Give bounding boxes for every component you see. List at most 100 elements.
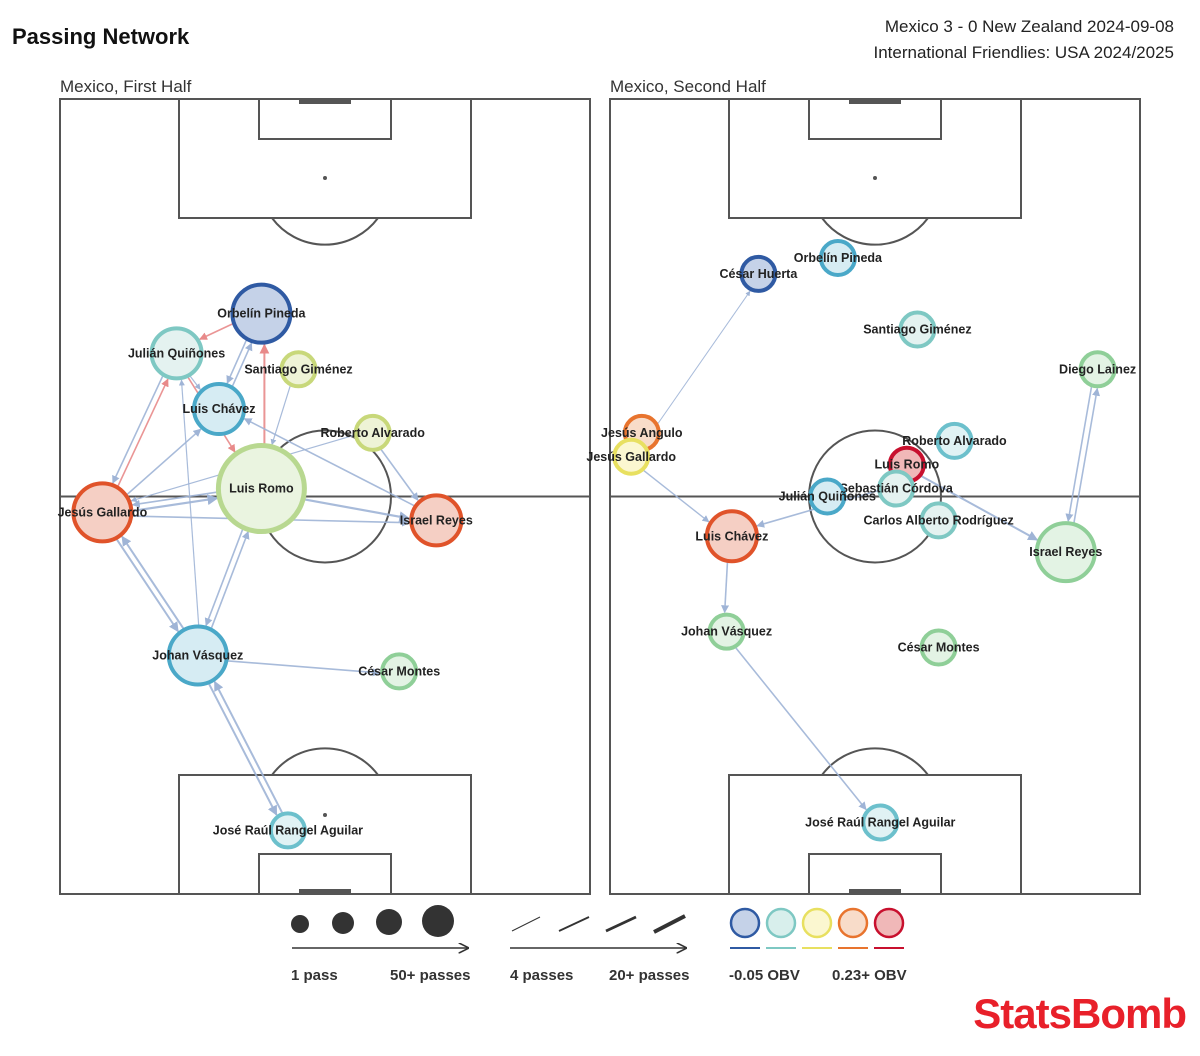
pitches (59, 98, 1141, 895)
penalty-spot-bottom (323, 813, 327, 817)
player-circle (1078, 350, 1117, 389)
player-name: Diego Lainez (1059, 362, 1136, 376)
legend-max-obv: 0.23+ OBV (832, 967, 907, 984)
legend-min-line: 4 passes (510, 967, 573, 984)
six-yard-box-top (258, 98, 392, 140)
player-node: César Montes (358, 652, 440, 691)
pass-line (112, 374, 165, 484)
player-name: José Raúl Rangel Aguilar (805, 815, 955, 829)
pass-line (121, 535, 186, 631)
player-circle (877, 469, 916, 508)
legend: 1 pass 50+ passes 4 passes 20+ passes -0… (291, 905, 907, 984)
player-node: Johan Vásquez (152, 624, 243, 687)
player-node: Santiago Giménez (863, 310, 972, 349)
player-name: Jesús Gallardo (58, 505, 148, 519)
player-circle (861, 803, 900, 842)
player-circle (380, 652, 419, 691)
player-name: Roberto Alvarado (902, 434, 1007, 448)
player-name: Israel Reyes (1029, 545, 1102, 559)
player-name: Luis Romo (229, 482, 294, 496)
pass-line (131, 491, 219, 508)
pass-line (210, 530, 250, 630)
penalty-arc-bottom (271, 747, 379, 776)
legend-obv-swatch (837, 907, 869, 939)
player-circle (739, 254, 778, 293)
player-node: Israel Reyes (400, 493, 473, 548)
legend-size-dot (291, 915, 309, 933)
player-name: Johan Vásquez (681, 625, 772, 639)
player-name: Luis Chávez (183, 402, 256, 416)
player-node: Orbelín Pineda (794, 239, 883, 277)
pass-line (642, 290, 751, 445)
penalty-spot-top (873, 176, 877, 180)
pass-line (243, 417, 416, 507)
pass-line (231, 342, 253, 388)
pass-line (199, 322, 235, 340)
six-yard-box-top (808, 98, 942, 140)
player-name: Carlos Alberto Rodríguez (863, 513, 1013, 527)
pass-line (226, 338, 248, 384)
player-circle (192, 382, 246, 437)
legend-width-line (605, 915, 637, 933)
player-name: Israel Reyes (400, 513, 473, 527)
player-circle (71, 481, 134, 544)
player-name: Orbelín Pineda (794, 251, 883, 265)
player-name: César Montes (358, 664, 440, 678)
statsbomb-logo: StatsBomb (973, 990, 1187, 1037)
player-circle (935, 421, 974, 460)
goal-top (299, 98, 351, 104)
pass-line (1072, 387, 1101, 525)
player-node: Jesús Gallardo (586, 437, 676, 476)
panel-title-second-half: Mexico, Second Half (610, 77, 766, 96)
pass-line (207, 682, 278, 816)
match-line: Mexico 3 - 0 New Zealand 2024-09-08 (884, 17, 1174, 36)
penalty-arc-top (271, 217, 379, 246)
player-name: Jesús Angulo (601, 426, 683, 440)
player-name: Roberto Alvarado (320, 426, 425, 440)
player-node: Roberto Alvarado (902, 421, 1007, 460)
legend-min-obv: -0.05 OBV (729, 967, 800, 984)
pass-line (919, 474, 1039, 541)
pass-line (213, 680, 284, 815)
six-yard-box-bottom (808, 853, 942, 895)
player-circle (898, 310, 937, 349)
legend-max-line: 20+ passes (609, 967, 690, 984)
legend-obv-swatch (873, 907, 905, 939)
player-circle (919, 501, 958, 540)
six-yard-box-bottom (258, 853, 392, 895)
player-circle (919, 628, 958, 667)
player-node: Roberto Alvarado (320, 413, 425, 452)
pass-line (642, 469, 710, 523)
chart-title: Passing Network (12, 24, 190, 49)
legend-width-line (653, 914, 686, 934)
player-circle (149, 326, 204, 381)
match-info: Mexico 3 - 0 New Zealand 2024-09-08 Inte… (873, 14, 1174, 66)
player-circle (818, 239, 857, 277)
pass-line (721, 561, 730, 614)
goal-bottom (849, 889, 901, 895)
penalty-box-top (178, 98, 472, 219)
pass-line (270, 384, 292, 446)
player-node: Jesús Gallardo (58, 481, 148, 544)
player-node: Santiago Giménez (244, 350, 353, 389)
pass-line (131, 494, 219, 513)
player-circle (1034, 521, 1097, 584)
goal-top (849, 98, 901, 104)
player-name: César Huerta (719, 267, 798, 281)
penalty-arc-top (821, 217, 929, 246)
player-node: Luis Romo (215, 443, 307, 535)
player-circle (166, 624, 229, 687)
legend-size-dot (376, 909, 402, 935)
player-node: César Huerta (719, 254, 798, 293)
pass-line (125, 428, 202, 497)
legend-size-dot (332, 912, 354, 934)
pass-line (178, 379, 200, 627)
player-node: José Raúl Rangel Aguilar (805, 803, 956, 842)
penalty-spot-top (323, 176, 327, 180)
legend-min-passes: 1 pass (291, 967, 338, 984)
player-circle (215, 443, 307, 535)
legend-obv-swatch (765, 907, 797, 939)
player-circle (808, 477, 847, 516)
player-name: Luis Romo (875, 458, 940, 472)
